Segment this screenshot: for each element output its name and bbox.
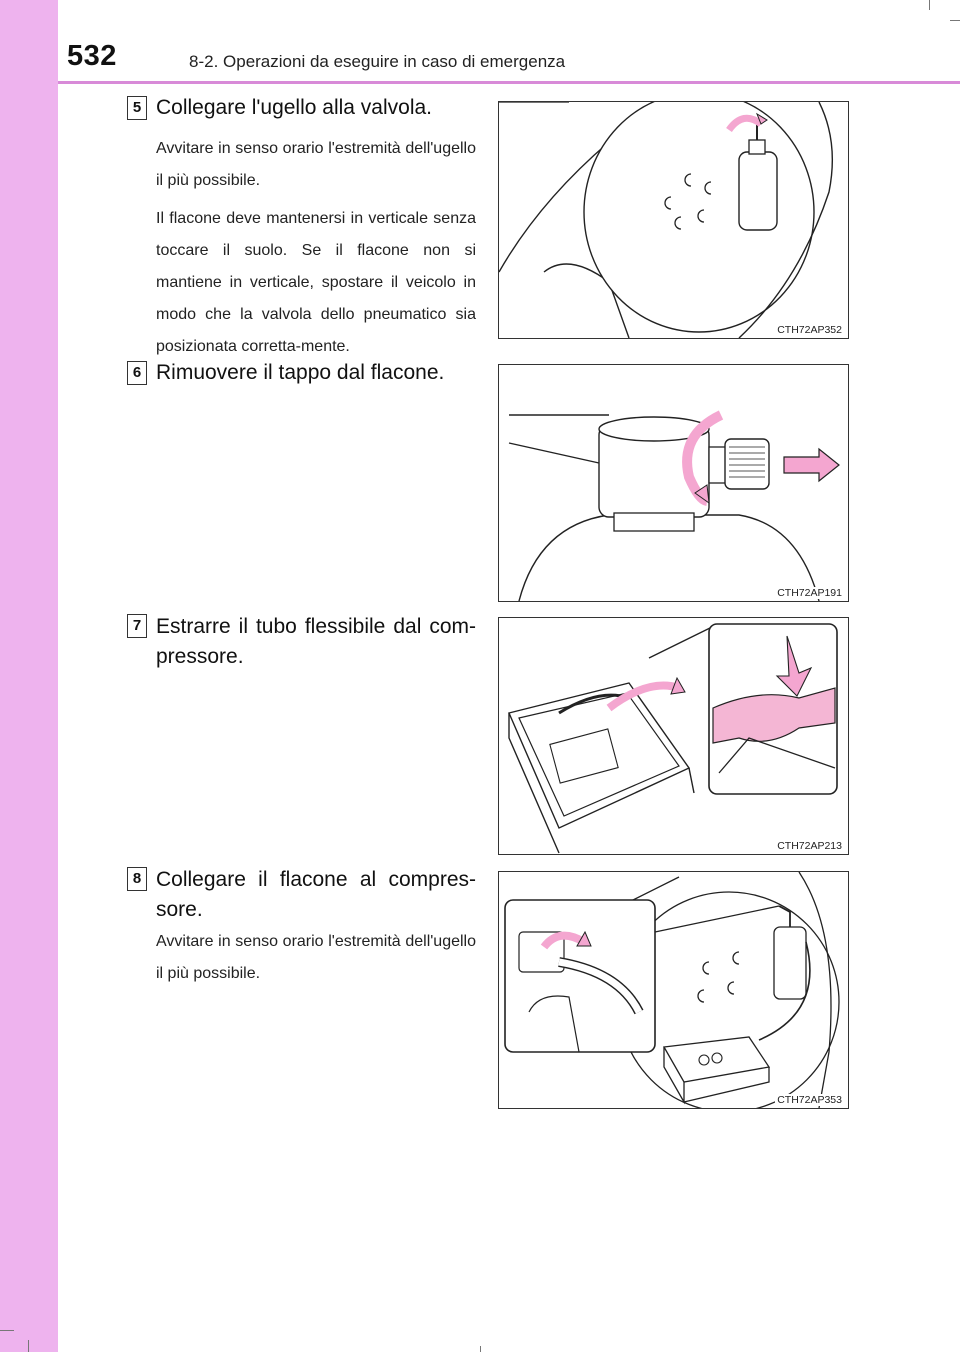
- step-title: Collegare l'ugello alla valvola.: [156, 96, 433, 119]
- step-paragraph: Avvitare in senso orario l'estremità del…: [156, 933, 476, 982]
- figure-nozzle-to-valve: CTH72AP352: [498, 101, 849, 339]
- step-number-badge: 8: [127, 867, 147, 891]
- step-title: Rimuovere il tappo dal flacone.: [156, 361, 445, 384]
- crop-mark: [28, 1340, 29, 1352]
- page-number: 532: [67, 40, 117, 72]
- figure-bottle-to-compressor: CTH72AP353: [498, 871, 849, 1109]
- header-divider: [58, 81, 960, 84]
- crop-mark: [480, 1346, 481, 1352]
- illustration-compressor-hose: [508, 623, 838, 854]
- step-paragraph: Avvitare in senso orario l'estremità del…: [156, 140, 476, 189]
- step-title: Collegare il flacone al compres-sore.: [156, 868, 476, 921]
- crop-mark: [0, 1330, 14, 1331]
- step-body: Avvitare in senso orario l'estremità del…: [156, 926, 476, 996]
- illustration-bottle-compressor: [504, 872, 840, 1108]
- figure-code: CTH72AP353: [775, 1094, 844, 1106]
- figure-code: CTH72AP352: [775, 324, 844, 336]
- illustration-bottle-cap: [508, 410, 840, 601]
- step-paragraph: Il flacone deve mantenersi in verticale …: [156, 210, 476, 355]
- crop-mark: [950, 20, 960, 21]
- figure-code: CTH72AP191: [775, 587, 844, 599]
- figure-extract-hose: CTH72AP213: [498, 617, 849, 855]
- step-body: Avvitare in senso orario l'estremità del…: [156, 133, 476, 369]
- step-number-badge: 7: [127, 614, 147, 638]
- section-title: 8-2. Operazioni da eseguire in caso di e…: [189, 52, 566, 71]
- illustration-wheel-bottle: [499, 102, 833, 338]
- crop-mark: [929, 0, 930, 10]
- step-number-badge: 6: [127, 361, 147, 385]
- step-title: Estrarre il tubo flessibile dal com-pres…: [156, 615, 476, 668]
- step-number-badge: 5: [127, 96, 147, 120]
- figure-code: CTH72AP213: [775, 840, 844, 852]
- figure-remove-cap: CTH72AP191: [498, 364, 849, 602]
- side-color-strip: [0, 0, 58, 1352]
